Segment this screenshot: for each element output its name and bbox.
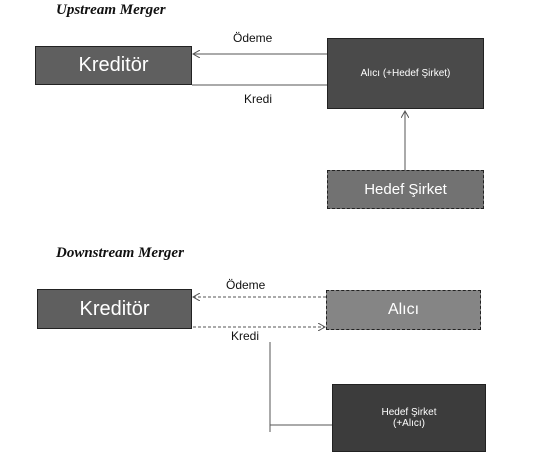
upstream-target-box: Hedef Şirket [327, 170, 484, 209]
downstream-creditor-box: Kreditör [37, 289, 192, 329]
downstream-buyer-box: Alıcı [326, 290, 481, 330]
downstream-payment-label: Ödeme [226, 278, 266, 292]
downstream-credit-label: Kredi [231, 329, 260, 343]
upstream-credit-label: Kredi [244, 92, 273, 106]
upstream-payment-label: Ödeme [233, 31, 273, 45]
downstream-target-box: Hedef Şirket (+Alıcı) [332, 384, 486, 452]
upstream-buyer-box: Alıcı (+Hedef Şirket) [327, 38, 484, 109]
upstream-title: Upstream Merger [56, 2, 166, 18]
upstream-creditor-box: Kreditör [35, 46, 192, 85]
downstream-title: Downstream Merger [56, 245, 184, 261]
